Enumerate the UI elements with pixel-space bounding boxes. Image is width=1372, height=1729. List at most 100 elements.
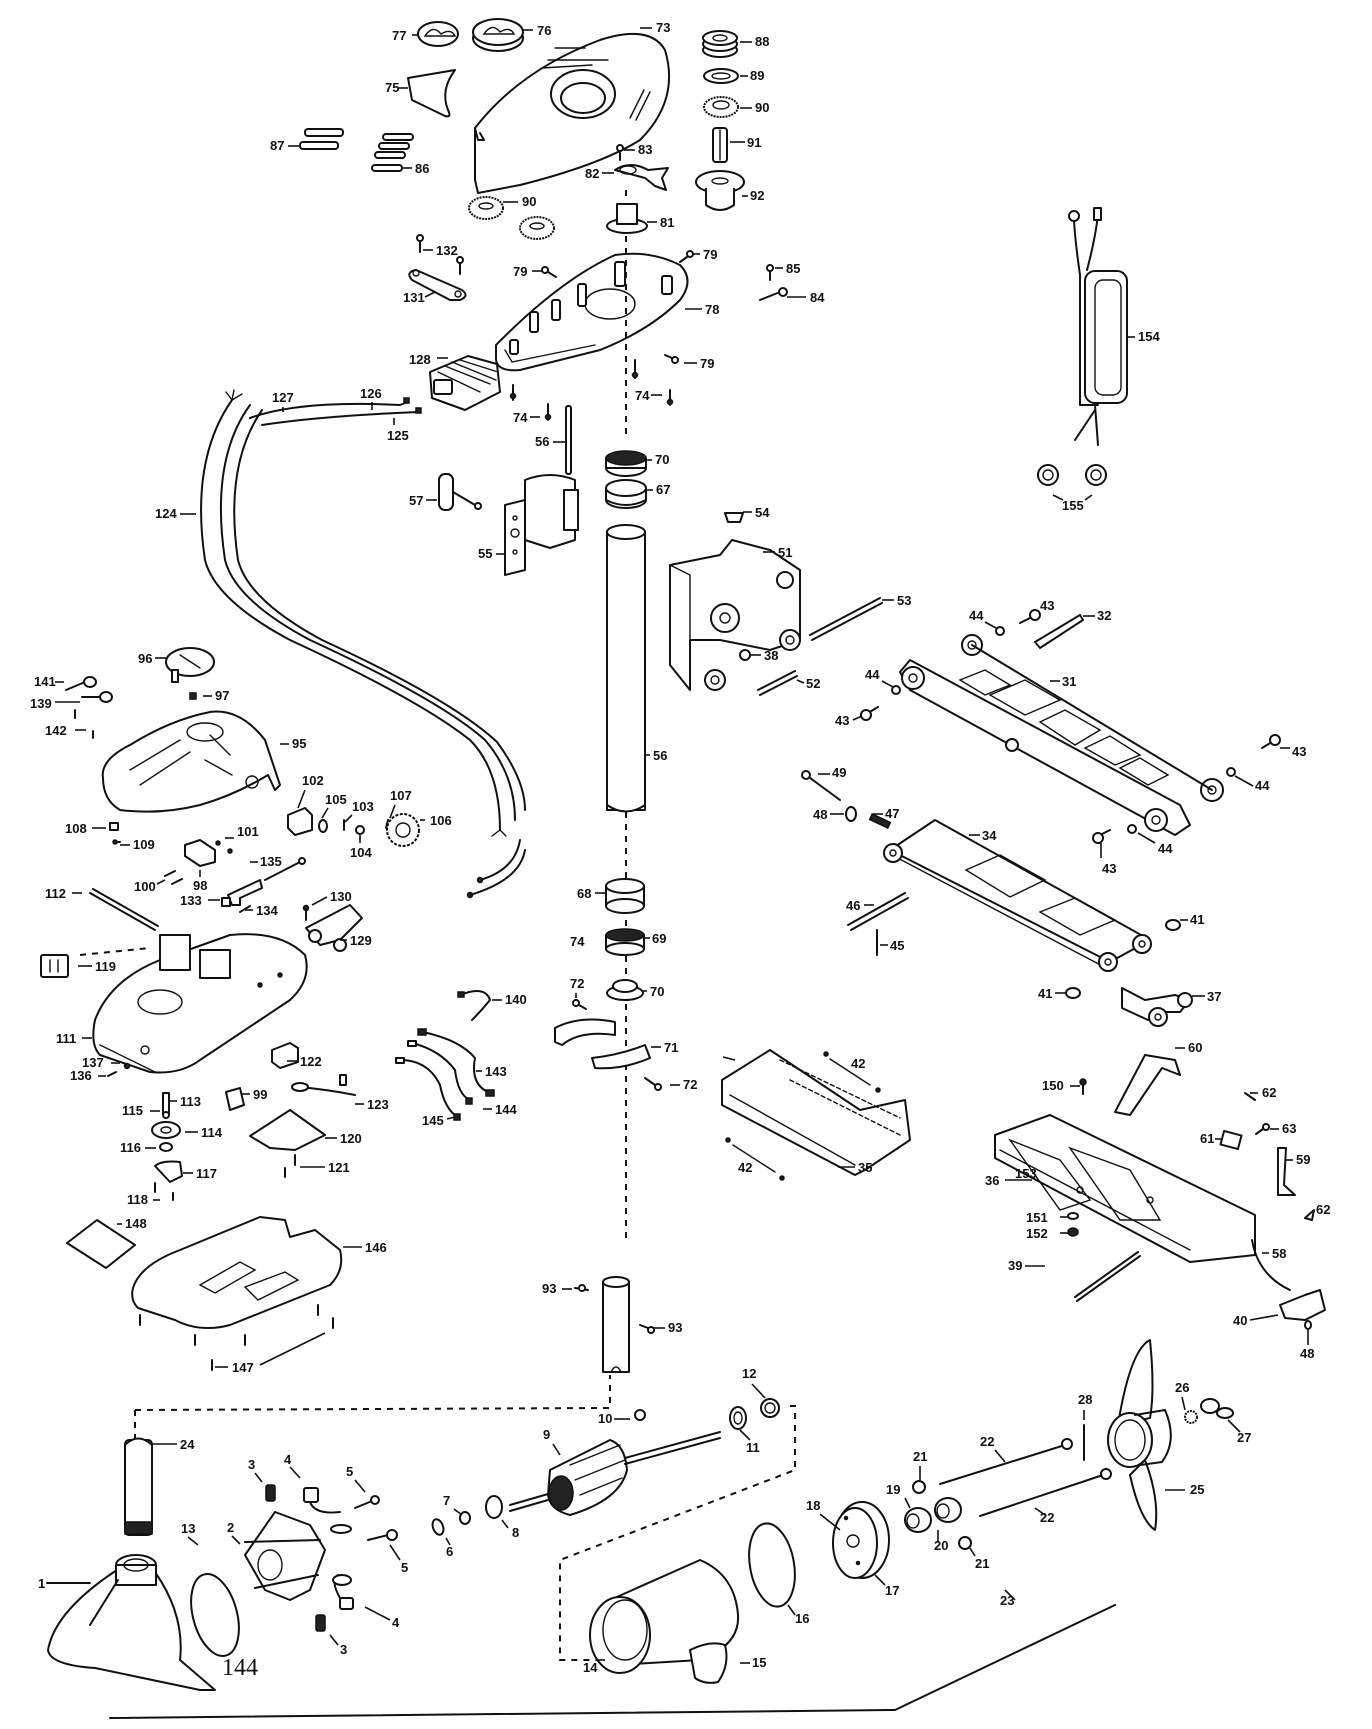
pin-46 xyxy=(847,892,909,931)
callout-54: 54 xyxy=(755,505,770,520)
armature-9 xyxy=(509,1431,721,1516)
page-number: 144 xyxy=(222,1655,258,1681)
callout-69: 69 xyxy=(652,931,666,946)
callout-1: 1 xyxy=(38,1576,45,1591)
callout-47: 47 xyxy=(885,806,899,821)
callout-131: 131 xyxy=(403,290,425,305)
screw-85 xyxy=(766,264,774,281)
callout-39: 39 xyxy=(1008,1258,1022,1273)
collar-71 xyxy=(554,1018,651,1070)
callout-74-right: 74 xyxy=(635,388,650,403)
o-ring-13 xyxy=(190,1573,240,1657)
handle-40 xyxy=(1279,1289,1326,1321)
callout-27: 27 xyxy=(1237,1430,1251,1445)
callout-139: 139 xyxy=(30,696,52,711)
callout-68: 68 xyxy=(577,886,591,901)
lever-60 xyxy=(1114,1054,1181,1116)
assembly-guide xyxy=(559,1405,796,1661)
callout-85: 85 xyxy=(786,261,800,276)
callout-82: 82 xyxy=(585,166,599,181)
screw-150 xyxy=(1079,1078,1087,1095)
callout-31: 31 xyxy=(1062,674,1076,689)
callout-9: 9 xyxy=(543,1427,550,1442)
callout-143: 143 xyxy=(485,1064,507,1079)
callout-52: 52 xyxy=(806,676,820,691)
callout-24: 24 xyxy=(180,1437,195,1452)
wire-harness-124 xyxy=(200,389,526,899)
callout-126: 126 xyxy=(360,386,382,401)
screw-72-lower xyxy=(644,1077,662,1091)
callout-98: 98 xyxy=(193,878,207,893)
callout-101: 101 xyxy=(237,824,259,839)
pedal-top-95 xyxy=(101,710,281,813)
callout-12: 12 xyxy=(742,1366,756,1381)
collar-bracket-55 xyxy=(504,474,579,576)
callout-154: 154 xyxy=(1138,329,1160,344)
callout-48-b: 48 xyxy=(1300,1346,1314,1361)
callout-67: 67 xyxy=(656,482,670,497)
callout-134: 134 xyxy=(256,903,278,918)
bushing-70-upper xyxy=(605,450,647,477)
callout-16: 16 xyxy=(795,1611,809,1626)
knob-57 xyxy=(438,473,482,511)
screw-79-left xyxy=(541,266,557,278)
callout-19: 19 xyxy=(886,1482,900,1497)
cover-cap-76 xyxy=(472,18,524,52)
callout-25: 25 xyxy=(1190,1482,1204,1497)
post-113 xyxy=(162,1092,170,1114)
bolts-43 xyxy=(860,609,1281,844)
callout-49: 49 xyxy=(832,765,846,780)
screw-136 xyxy=(107,1071,117,1077)
callout-122: 122 xyxy=(300,1054,322,1069)
callout-48: 48 xyxy=(813,807,827,822)
bearing-8 xyxy=(485,1495,503,1519)
end-cap-17-18 xyxy=(832,1501,890,1579)
motor-housing-14 xyxy=(589,1559,740,1674)
bolts-22 xyxy=(939,1438,1112,1517)
callout-14: 14 xyxy=(583,1660,598,1675)
block-97 xyxy=(189,692,197,700)
spring-107 xyxy=(385,819,389,829)
washer-114 xyxy=(151,1121,181,1139)
o-ring-16 xyxy=(748,1522,796,1608)
springs-3 xyxy=(265,1484,326,1632)
callout-115: 115 xyxy=(122,1103,143,1118)
washer-11 xyxy=(729,1406,747,1430)
screw-130 xyxy=(302,904,310,921)
screws-42 xyxy=(725,1051,881,1181)
callout-44-c: 44 xyxy=(1255,778,1270,793)
callout-56: 56 xyxy=(653,748,667,763)
callout-17: 17 xyxy=(885,1583,899,1598)
callout-108: 108 xyxy=(65,821,87,836)
callout-90-left: 90 xyxy=(522,194,536,209)
bracket-133 xyxy=(221,879,263,907)
switch-102 xyxy=(287,807,313,836)
callout-43-a: 43 xyxy=(1040,598,1054,613)
callout-20: 20 xyxy=(934,1538,948,1553)
callout-79-top: 79 xyxy=(703,247,717,262)
callout-42-b: 42 xyxy=(738,1160,752,1175)
callout-3-bottom: 3 xyxy=(340,1642,347,1657)
callout-116: 116 xyxy=(120,1140,141,1155)
callout-4-top: 4 xyxy=(284,1452,292,1467)
bushing-68 xyxy=(605,878,645,914)
screw-93-right xyxy=(639,1324,655,1334)
screws-118 xyxy=(154,1182,174,1201)
callout-35: 35 xyxy=(858,1160,872,1175)
callout-105: 105 xyxy=(325,792,347,807)
callout-5-bottom: 5 xyxy=(401,1560,408,1575)
callout-59: 59 xyxy=(1296,1152,1310,1167)
callout-74-left: 74 xyxy=(513,410,528,425)
callout-104: 104 xyxy=(350,845,372,860)
gears-90-left xyxy=(468,196,555,240)
coil-154 xyxy=(1068,207,1128,446)
washer-12 xyxy=(760,1398,780,1418)
callout-135: 135 xyxy=(260,854,282,869)
callout-8: 8 xyxy=(512,1525,519,1540)
callout-43-b: 43 xyxy=(835,713,849,728)
rod-39 xyxy=(1074,1251,1141,1302)
knob-106 xyxy=(386,813,420,847)
propeller-25 xyxy=(1107,1339,1172,1531)
cover-117 xyxy=(154,1160,183,1183)
callout-113: 113 xyxy=(180,1094,201,1109)
